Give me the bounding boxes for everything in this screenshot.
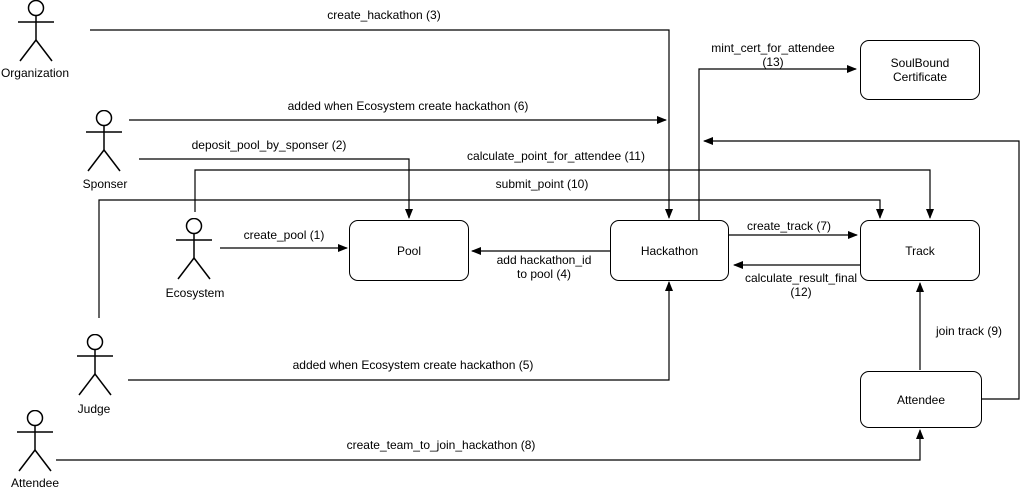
node-track-label: Track: [905, 243, 935, 258]
actor-judge-icon: [77, 335, 113, 396]
edge-label-add-hackathon-id: add hackathon_id to pool (4): [497, 253, 592, 281]
actor-organization-label: Organization: [0, 66, 70, 80]
edge-label-create-hackathon: create_hackathon (3): [327, 8, 441, 22]
edge-label-mint-cert-for-attendee: mint_cert_for_attendee (13): [711, 41, 834, 69]
actor-sponser-icon: [86, 111, 122, 172]
node-pool-label: Pool: [396, 243, 422, 258]
actor-ecosystem-label: Ecosystem: [165, 286, 225, 300]
node-attendee-label: Attendee: [896, 392, 946, 407]
edge-label-create-pool: create_pool (1): [243, 228, 325, 242]
node-track: Track: [860, 220, 980, 281]
edge-create-team-to-join-hackathon: [56, 429, 924, 461]
edge-label-deposit-pool-by-sponser: deposit_pool_by_sponser (2): [191, 138, 347, 152]
edge-deposit-pool-by-sponser: [139, 158, 413, 219]
actor-sponser-label: Sponser: [82, 177, 128, 191]
actor-judge-label: Judge: [77, 402, 111, 416]
edge-added-when-ecosystem-5: [128, 281, 673, 381]
edge-label-add-hackathon-id-line1: add hackathon_id: [496, 253, 592, 267]
edge-label-add-hackathon-id-line2: to pool (4): [516, 267, 572, 281]
edge-submit-point: [98, 199, 884, 318]
edge-label-mint-cert-line2: (13): [762, 55, 784, 69]
edge-label-create-track: create_track (7): [746, 219, 832, 233]
edge-label-calculate-result-final: calculate_result_final (12): [745, 271, 857, 299]
edge-label-join-track: join track (9): [935, 324, 1003, 338]
edge-attendee-cert-return: [703, 137, 1020, 400]
edge-label-added-when-ecosystem-5: added when Ecosystem create hackathon (5…: [292, 358, 534, 372]
node-hackathon-label: Hackathon: [640, 243, 699, 258]
edge-label-calculate-point-for-attendee: calculate_point_for_attendee (11): [467, 149, 645, 163]
edge-label-calculate-result-final-line1: calculate_result_final: [744, 271, 858, 285]
actor-ecosystem-icon: [176, 219, 212, 280]
node-soulbound-label-line2: Certificate: [892, 70, 948, 84]
node-attendee: Attendee: [860, 371, 982, 428]
edge-label-create-team-to-join-hackathon: create_team_to_join_hackathon (8): [346, 438, 536, 452]
edge-label-submit-point: submit_point (10): [495, 177, 589, 191]
actor-organization-icon: [18, 1, 54, 62]
actor-attendee-label: Attendee: [10, 476, 60, 490]
edge-label-mint-cert-line1: mint_cert_for_attendee: [711, 41, 835, 55]
edge-calculate-point-for-attendee: [194, 169, 934, 219]
node-soulbound-certificate: SoulBound Certificate: [860, 40, 980, 100]
edge-create-hackathon: [90, 29, 673, 219]
edge-label-added-when-ecosystem-6: added when Ecosystem create hackathon (6…: [287, 99, 529, 113]
node-pool: Pool: [349, 220, 469, 281]
edge-label-calculate-result-final-line2: (12): [790, 285, 812, 299]
node-soulbound-label-line1: SoulBound: [890, 56, 950, 70]
edge-mint-cert-for-attendee: [698, 65, 857, 220]
node-hackathon: Hackathon: [610, 220, 729, 281]
actor-attendee-icon: [17, 411, 53, 472]
